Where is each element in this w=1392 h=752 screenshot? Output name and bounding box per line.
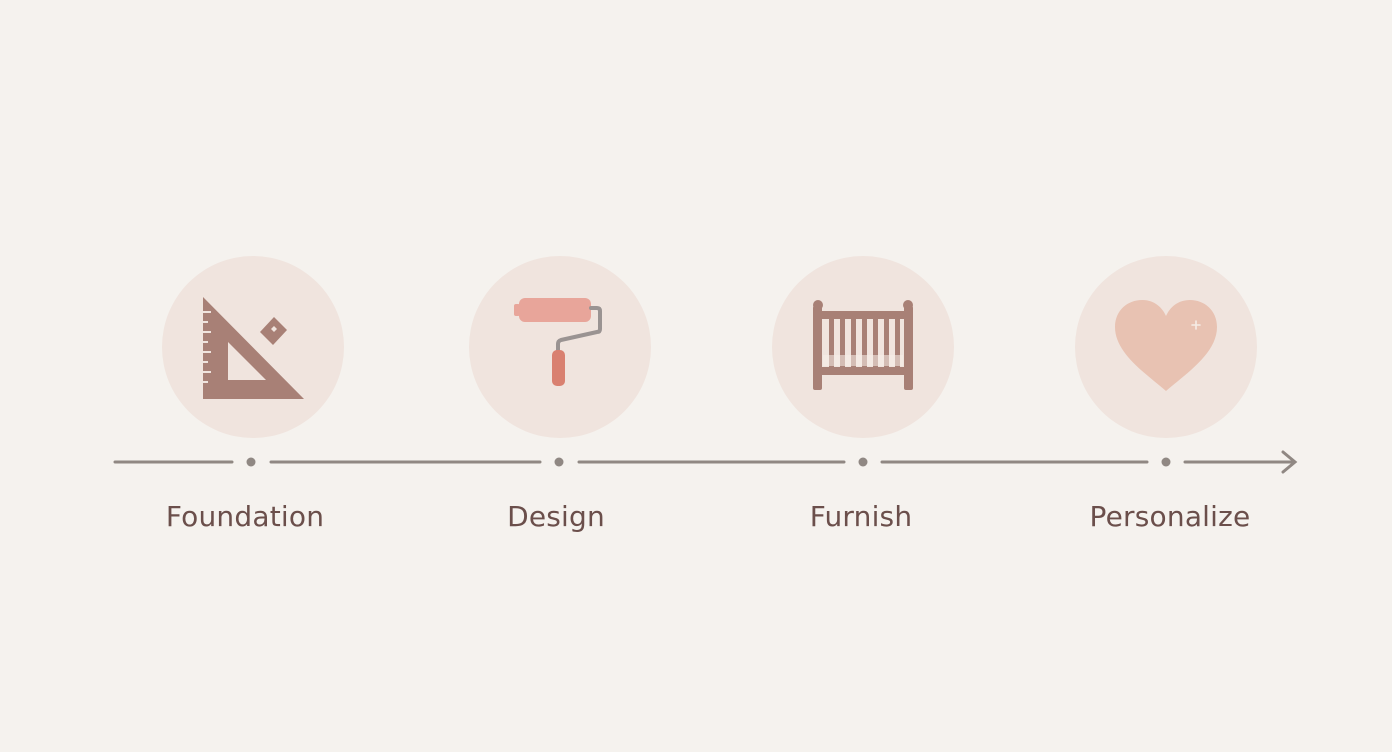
step-label-foundation: Foundation [165, 500, 325, 533]
timeline-dot [554, 457, 564, 467]
crib-icon [813, 300, 913, 390]
set-square-ruler-icon [203, 297, 304, 399]
timeline-arrowhead [1281, 450, 1298, 474]
paint-roller-icon [514, 298, 602, 386]
step-design-circle [469, 256, 651, 438]
step-foundation-circle [162, 256, 344, 438]
timeline-dot [858, 457, 868, 467]
step-label-design: Design [507, 500, 605, 533]
step-label-personalize: Personalize [1089, 500, 1251, 533]
timeline-dot [246, 457, 256, 467]
timeline-dot [1161, 457, 1171, 467]
step-furnish-circle [772, 256, 954, 438]
step-label-furnish: Furnish [809, 500, 913, 533]
heart-icon [1115, 300, 1217, 391]
step-personalize-circle [1075, 256, 1257, 438]
